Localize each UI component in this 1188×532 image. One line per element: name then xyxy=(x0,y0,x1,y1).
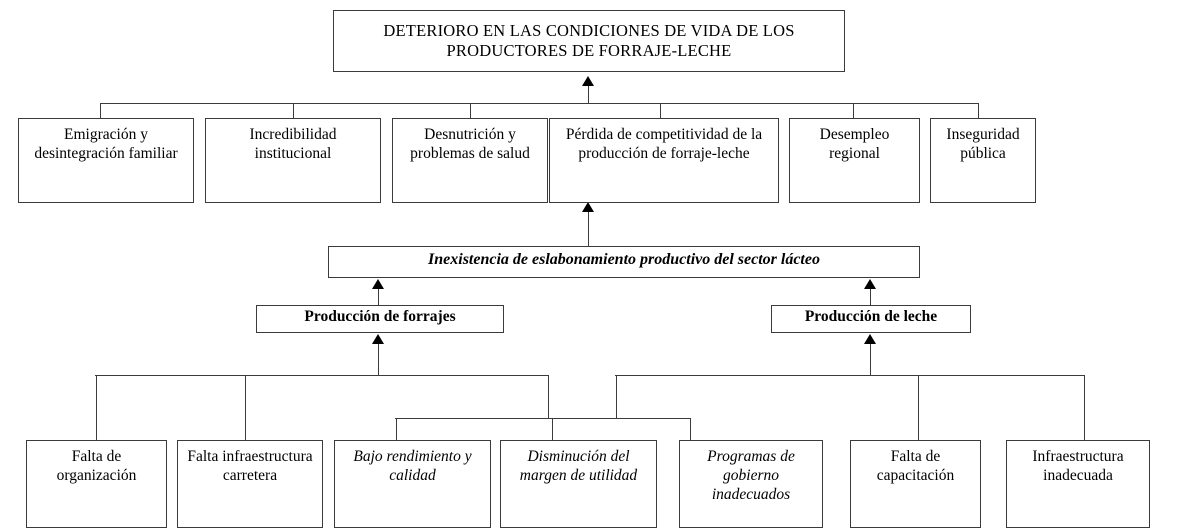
cause-box-programas-gobierno: Programas de gobierno inadecuados xyxy=(679,440,823,528)
effects-drop-2 xyxy=(293,103,294,118)
effect-label-6: Inseguridad pública xyxy=(946,126,1020,162)
causes-right-riser xyxy=(870,343,871,375)
effects-horizontal-bus xyxy=(100,103,978,104)
branch-label-2: Producción de leche xyxy=(804,307,938,325)
problem-tree-title-box: DETERIORO EN LAS CONDICIONES DE VIDA DE … xyxy=(333,10,845,72)
causes-left-arrow xyxy=(372,334,384,344)
causes-right-bus xyxy=(615,375,1085,376)
cause-drop-3 xyxy=(396,418,397,440)
cause-drop-2 xyxy=(245,375,246,440)
cause-drop-6 xyxy=(918,375,919,440)
cause-box-infraestructura-inadecuada: Infraestructura inadecuada xyxy=(1006,440,1150,528)
cause-label-7: Infraestructura inadecuada xyxy=(1032,448,1124,484)
effect-box-inseguridad: Inseguridad pública xyxy=(930,118,1036,203)
effect-label-1: Emigración y desintegración familiar xyxy=(34,126,178,162)
cause-label-1: Falta de organización xyxy=(56,448,137,484)
cause-label-3: Bajo rendimiento y calidad xyxy=(353,448,472,484)
cause-box-falta-infraestructura-carretera: Falta infraestructura carretera xyxy=(177,440,323,528)
causes-right-bus-start-drop xyxy=(616,375,617,418)
core-problem-box: Inexistencia de eslabonamiento productiv… xyxy=(328,246,920,278)
effects-drop-4 xyxy=(660,103,661,118)
effect-label-5: Desempleo regional xyxy=(819,126,890,162)
effects-drop-1 xyxy=(100,103,101,118)
cause-drop-5 xyxy=(690,418,691,440)
branch-label-1: Producción de forrajes xyxy=(304,307,456,325)
cause-box-falta-organizacion: Falta de organización xyxy=(26,440,167,528)
problem-tree-title-text: DETERIORO EN LAS CONDICIONES DE VIDA DE … xyxy=(383,20,795,60)
effects-to-title-arrow xyxy=(582,76,594,86)
branch-box-produccion-leche: Producción de leche xyxy=(771,305,971,333)
effects-drop-5 xyxy=(853,103,854,118)
branch-box-produccion-forrajes: Producción de forrajes xyxy=(256,305,504,333)
cause-box-bajo-rendimiento: Bajo rendimiento y calidad xyxy=(334,440,491,528)
cause-drop-4 xyxy=(552,418,553,440)
cause-drop-1 xyxy=(96,375,97,440)
effects-drop-3 xyxy=(470,103,471,118)
cause-drop-7 xyxy=(1084,375,1085,440)
effect-box-desnutricion: Desnutrición y problemas de salud xyxy=(392,118,548,203)
branch-left-riser xyxy=(378,288,379,305)
effect-label-3: Desnutrición y problemas de salud xyxy=(410,126,530,162)
effect-box-emigracion: Emigración y desintegración familiar xyxy=(18,118,194,203)
cause-box-falta-capacitacion: Falta de capacitación xyxy=(850,440,981,528)
cause-label-4: Disminución del margen de utilidad xyxy=(519,448,638,484)
effects-bus-riser xyxy=(588,86,589,103)
effects-drop-6 xyxy=(978,103,979,118)
effect-label-2: Incredibilidad institucional xyxy=(249,126,337,162)
effect-box-desempleo: Desempleo regional xyxy=(789,118,920,203)
causes-left-riser xyxy=(378,343,379,375)
cause-label-5: Programas de gobierno inadecuados xyxy=(707,448,795,503)
effect-box-incredibilidad: Incredibilidad institucional xyxy=(205,118,381,203)
branch-right-arrow xyxy=(864,279,876,289)
cause-label-2: Falta infraestructura carretera xyxy=(187,448,313,484)
core-to-effects-arrow xyxy=(582,202,594,212)
causes-left-bus xyxy=(95,375,549,376)
branch-right-riser xyxy=(870,288,871,305)
branch-left-arrow xyxy=(372,279,384,289)
effect-box-perdida-competitividad: Pérdida de competitividad de la producci… xyxy=(549,118,779,203)
cause-box-disminucion-margen: Disminución del margen de utilidad xyxy=(500,440,657,528)
core-to-effects-riser xyxy=(588,210,589,246)
causes-right-arrow xyxy=(864,334,876,344)
core-problem-text: Inexistencia de eslabonamiento productiv… xyxy=(428,251,820,269)
causes-middle-bus xyxy=(395,418,691,419)
effect-label-4: Pérdida de competitividad de la producci… xyxy=(565,126,763,162)
causes-left-bus-end-drop xyxy=(548,375,549,418)
cause-label-6: Falta de capacitación xyxy=(876,448,955,484)
